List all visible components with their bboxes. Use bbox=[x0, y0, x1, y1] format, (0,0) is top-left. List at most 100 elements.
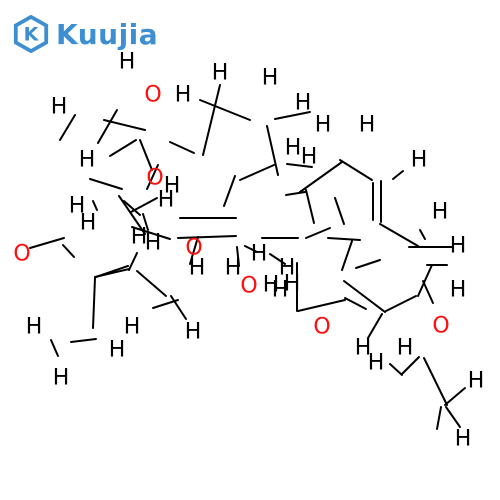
bond-line bbox=[92, 200, 98, 211]
bond-line bbox=[142, 213, 149, 231]
svg-text:K: K bbox=[24, 24, 40, 46]
oxygen-atom-label: O bbox=[146, 166, 163, 191]
hydrogen-atom-label: H bbox=[185, 320, 202, 345]
hydrogen-atom-label: H bbox=[251, 242, 268, 267]
bond-line bbox=[419, 229, 426, 240]
bond-line bbox=[109, 139, 137, 157]
hydrogen-atom-label: H bbox=[80, 211, 97, 236]
bond-line bbox=[379, 223, 419, 247]
bond-line bbox=[152, 299, 179, 309]
oxygen-atom-label: O bbox=[313, 315, 330, 340]
bond-line bbox=[128, 252, 138, 271]
bond-line bbox=[199, 99, 251, 121]
bond-line bbox=[299, 161, 343, 193]
hydrogen-atom-label: H bbox=[53, 366, 70, 391]
hydrogen-atom-label: H bbox=[175, 83, 192, 108]
bond-line bbox=[239, 164, 275, 181]
kuujia-logo: K Kuujia bbox=[12, 12, 158, 56]
hydrogen-atom-label: H bbox=[411, 148, 428, 173]
bond-line bbox=[444, 387, 466, 406]
hydrogen-atom-label: H bbox=[263, 273, 280, 298]
hydrogen-atom-label: H bbox=[262, 66, 279, 91]
bond-line bbox=[422, 280, 434, 304]
hydrogen-atom-label: H bbox=[145, 231, 162, 256]
hexagon-k-icon: K bbox=[13, 15, 49, 53]
bond-line bbox=[274, 111, 311, 120]
bond-line bbox=[286, 163, 313, 168]
bond-line bbox=[170, 295, 187, 320]
hydrogen-atom-label: H bbox=[119, 50, 136, 75]
brand-name: Kuujia bbox=[56, 17, 159, 51]
hydrogen-atom-label: H bbox=[109, 338, 126, 363]
hydrogen-atom-label: H bbox=[279, 256, 296, 281]
bond-line bbox=[92, 277, 96, 329]
hydrogen-atom-label: H bbox=[450, 234, 467, 259]
bond-line bbox=[385, 295, 417, 312]
bond-line bbox=[123, 200, 141, 216]
bond-line bbox=[389, 363, 403, 376]
hydrogen-atom-label: H bbox=[158, 188, 175, 213]
oxygen-atom-label: O bbox=[144, 83, 161, 108]
bond-line bbox=[343, 280, 386, 313]
bond-line bbox=[355, 259, 381, 269]
bond-line bbox=[59, 114, 76, 141]
bond-line bbox=[118, 195, 146, 235]
bond-line bbox=[297, 299, 346, 312]
bond-line bbox=[305, 189, 315, 224]
hydrogen-atom-label: H bbox=[124, 315, 141, 340]
bond-line bbox=[401, 356, 420, 375]
hydrogen-atom-label: H bbox=[272, 278, 289, 303]
hydrogen-atom-label: H bbox=[450, 278, 467, 303]
hydrogen-atom-label: H bbox=[285, 136, 302, 161]
bond-line bbox=[327, 237, 361, 241]
hydrogen-atom-label: H bbox=[284, 272, 301, 297]
hydrogen-atom-label: H bbox=[26, 315, 43, 340]
hydrogen-atom-label: H bbox=[69, 194, 86, 219]
hydrogen-atom-label: H bbox=[51, 95, 68, 120]
hydrogen-atom-label: H bbox=[189, 256, 206, 281]
hydrogen-atom-label: H bbox=[212, 61, 229, 86]
hydrogen-atom-label: H bbox=[79, 148, 96, 173]
hydrogen-atom-label: H bbox=[468, 369, 485, 394]
hydrogen-atom-label: H bbox=[315, 113, 332, 138]
bond-line bbox=[169, 141, 195, 154]
bond-line bbox=[305, 227, 331, 239]
bond-line bbox=[339, 159, 373, 181]
bond-line bbox=[392, 170, 404, 180]
hydrogen-atom-label: H bbox=[225, 256, 242, 281]
hydrogen-atom-label: H bbox=[455, 427, 472, 452]
hydrogen-atom-label: H bbox=[164, 174, 181, 199]
hydrogen-atom-label: H bbox=[368, 351, 385, 376]
bond-line bbox=[266, 125, 279, 176]
bond-line bbox=[244, 245, 258, 253]
hydrogen-atom-label: H bbox=[131, 225, 148, 250]
bond-line bbox=[131, 226, 171, 240]
bond-line bbox=[136, 270, 167, 297]
bond-line bbox=[97, 109, 118, 144]
bond-line bbox=[62, 244, 75, 258]
bond-line bbox=[223, 175, 236, 207]
hydrogen-atom-label: H bbox=[397, 336, 414, 361]
hydrogen-atom-label: H bbox=[355, 336, 372, 361]
oxygen-atom-label: O bbox=[432, 314, 449, 339]
bond-line bbox=[436, 406, 442, 430]
bond-line bbox=[177, 235, 237, 239]
bond-line bbox=[70, 338, 97, 343]
bond-line bbox=[139, 139, 153, 171]
bond-line bbox=[94, 268, 130, 278]
bond-lines bbox=[29, 84, 466, 430]
bond-line bbox=[89, 178, 123, 190]
bond-line bbox=[146, 164, 159, 190]
oxygen-atom-label: O bbox=[240, 274, 257, 299]
bond-line bbox=[344, 297, 367, 310]
oxygen-atom-label: O bbox=[13, 242, 30, 267]
bond-line bbox=[285, 191, 306, 196]
bond-line bbox=[334, 197, 345, 225]
bond-line bbox=[417, 264, 433, 297]
bond-line bbox=[423, 357, 448, 406]
bond-line bbox=[50, 339, 59, 357]
bond-line bbox=[189, 236, 199, 265]
